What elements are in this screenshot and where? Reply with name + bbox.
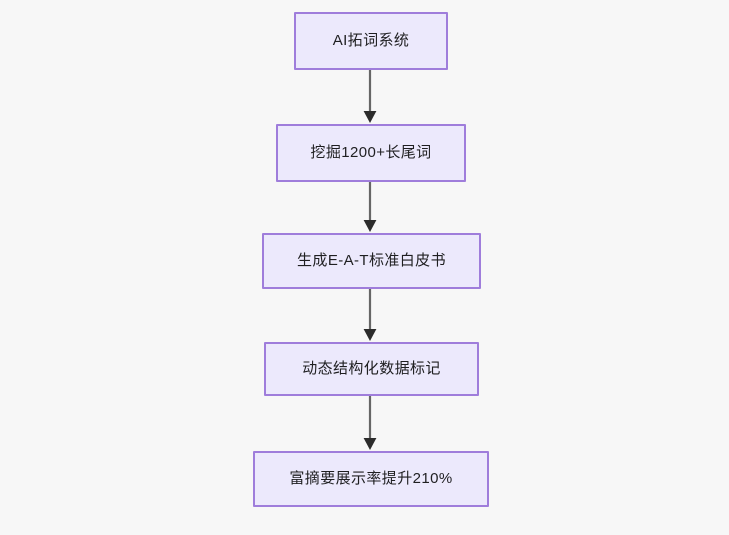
flowchart-edge-e4 [356, 396, 384, 451]
flowchart-node-n1[interactable]: AI拓词系统 [294, 12, 448, 70]
flowchart-edge-e3 [356, 289, 384, 342]
flowchart-node-n5[interactable]: 富摘要展示率提升210% [253, 451, 489, 507]
flowchart-edge-e1 [356, 70, 384, 124]
flowchart-node-label: 富摘要展示率提升210% [289, 470, 453, 487]
flowchart-node-label: 生成E-A-T标准白皮书 [297, 252, 446, 269]
flowchart-node-label: 挖掘1200+长尾词 [310, 144, 432, 161]
flowchart-node-n4[interactable]: 动态结构化数据标记 [264, 342, 479, 396]
flowchart-node-label: 动态结构化数据标记 [302, 360, 441, 377]
flowchart-node-n2[interactable]: 挖掘1200+长尾词 [276, 124, 466, 182]
flowchart-edge-e2 [356, 182, 384, 233]
flowchart-node-n3[interactable]: 生成E-A-T标准白皮书 [262, 233, 481, 289]
flowchart-node-label: AI拓词系统 [332, 32, 410, 49]
